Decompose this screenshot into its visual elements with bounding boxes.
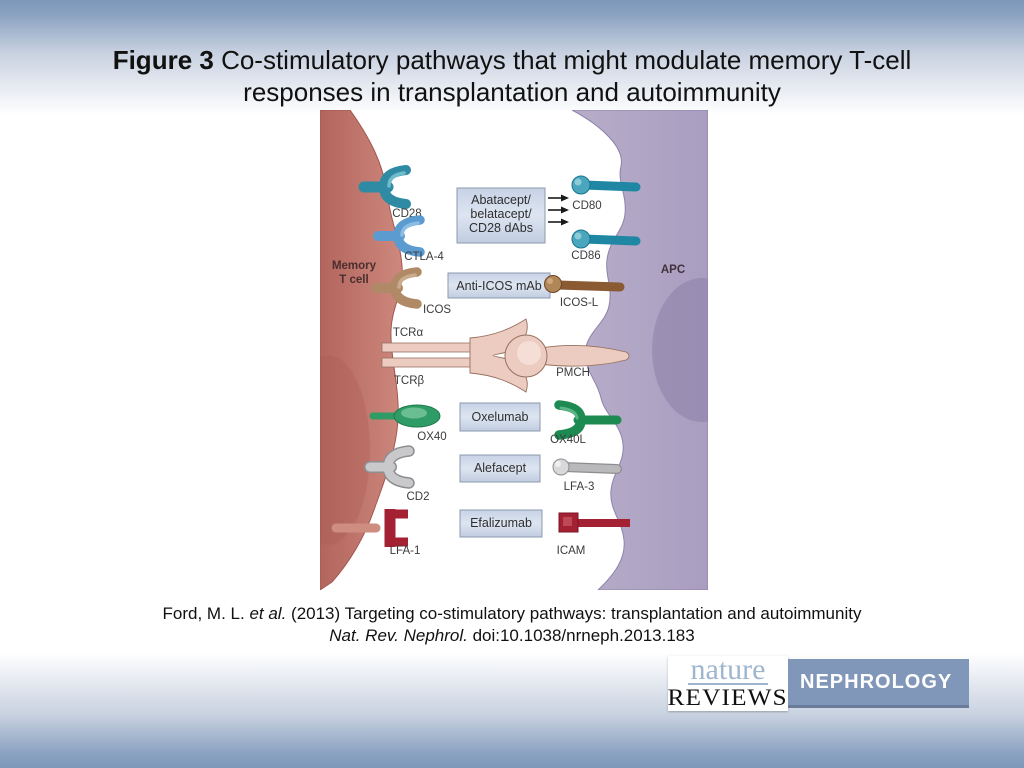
ox40l-label: OX40L (550, 434, 586, 446)
tcr-beta-label: TCRβ (394, 375, 425, 387)
citation-doi: doi:10.1038/nrneph.2013.183 (467, 626, 695, 645)
title-line-2: responses in transplantation and autoimm… (243, 77, 781, 107)
icos-receptor: ICOS (371, 267, 451, 316)
figure-number: Figure 3 (112, 45, 214, 75)
citation-journal: Nat. Rev. Nephrol. (329, 626, 468, 645)
cd2-label: CD2 (406, 491, 429, 503)
apc-cell-shading (652, 278, 708, 422)
cd80-ligand: CD80 (571, 175, 641, 212)
cd2-inhibitor-box: Alefacept (459, 454, 541, 483)
tcr-receptor: TCRα TCRβ (381, 318, 528, 393)
title-text: Co-stimulatory pathways that might modul… (213, 45, 912, 75)
pmch-label: PMCH (556, 367, 590, 379)
icam-ligand: ICAM (557, 512, 630, 557)
icosl-label: ICOS-L (560, 297, 599, 309)
icos-label: ICOS (423, 304, 451, 316)
citation-line-1: Ford, M. L. et al. (2013) Targeting co-s… (0, 603, 1024, 625)
lfa3-ligand: LFA-3 (552, 458, 622, 493)
lfa1-receptor: LFA-1 (331, 509, 421, 557)
tcr-alpha-label: TCRα (393, 327, 424, 339)
ctla4-receptor: CTLA-4 (373, 215, 444, 263)
memory-t-cell-label-2: T cell (339, 274, 368, 286)
ox40-label: OX40 (417, 431, 446, 443)
pmch-ligand: PMCH (504, 334, 630, 379)
page-title: Figure 3 Co-stimulatory pathways that mi… (0, 44, 1024, 108)
memory-t-cell-label-1: Memory (332, 260, 377, 272)
ox40-inhibitor-box: Oxelumab (459, 402, 541, 432)
reviews-wordmark: REVIEWS (667, 685, 789, 710)
citation: Ford, M. L. et al. (2013) Targeting co-s… (0, 603, 1024, 647)
inhibitor-box-label: Oxelumab (472, 410, 529, 424)
cd86-label: CD86 (571, 250, 600, 262)
inhibitor-box-line: belatacept/ (470, 207, 532, 221)
apc-label: APC (661, 264, 685, 276)
ctla4-label: CTLA-4 (404, 251, 444, 263)
citation-title: (2013) Targeting co-stimulatory pathways… (286, 604, 862, 623)
inhibitor-box-line: CD28 dAbs (469, 221, 533, 235)
lfa1-label: LFA-1 (390, 545, 421, 557)
lfa1-inhibitor-box: Efalizumab (459, 509, 543, 538)
cd86-ligand: CD86 (571, 229, 641, 262)
ox40-receptor: OX40 (369, 404, 447, 443)
ox40l-ligand: OX40L (550, 400, 622, 446)
cd2-receptor: CD2 (364, 445, 430, 503)
nature-wordmark: nature (687, 655, 769, 685)
icos-inhibitor-box: Anti-ICOS mAb (447, 272, 551, 299)
lfa3-label: LFA-3 (564, 481, 595, 493)
cd80-label: CD80 (572, 200, 601, 212)
citation-authors: Ford, M. L. (162, 604, 250, 623)
memory-t-cell-shading (320, 355, 370, 545)
icam-label: ICAM (557, 545, 586, 557)
cd28-inhibitor-box: Abatacept/ belatacept/ CD28 dAbs (456, 187, 546, 244)
figure-canvas: Memory T cell APC CD28 CTLA-4 (320, 110, 708, 590)
title-line-1: Figure 3 Co-stimulatory pathways that mi… (0, 44, 1024, 76)
inhibitor-box-label: Efalizumab (470, 516, 532, 530)
nature-reviews-logo: nature REVIEWS (667, 655, 789, 711)
inhibitor-box-label: Anti-ICOS mAb (456, 279, 541, 293)
icosl-ligand: ICOS-L (544, 275, 625, 309)
inhibitor-arrows (548, 194, 569, 226)
citation-etal: et al. (249, 604, 287, 623)
inhibitor-box-line: Abatacept/ (471, 193, 531, 207)
pathway-figure: Memory T cell APC CD28 CTLA-4 (320, 110, 708, 590)
nephrology-banner: NEPHROLOGY (788, 659, 969, 708)
apc-cell: APC (571, 110, 708, 590)
citation-line-2: Nat. Rev. Nephrol. doi:10.1038/nrneph.20… (0, 625, 1024, 647)
inhibitor-box-label: Alefacept (474, 461, 527, 475)
